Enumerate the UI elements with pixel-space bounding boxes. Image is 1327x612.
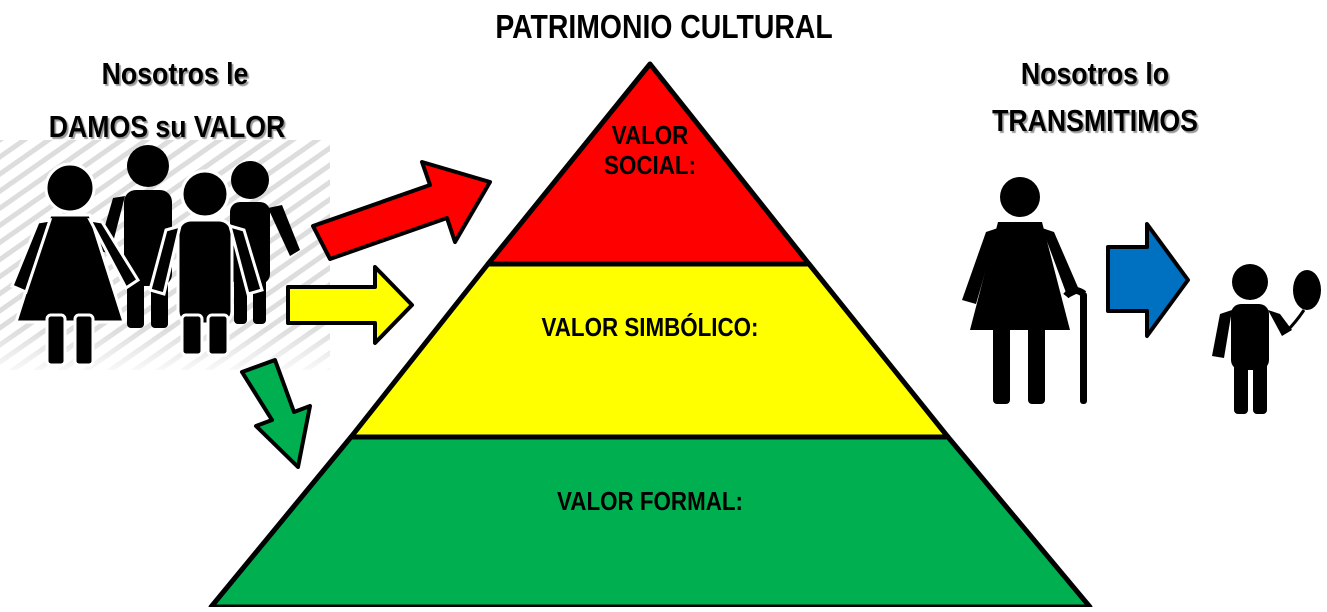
right-caption-line-2: TRANSMITIMOS (992, 103, 1198, 138)
diagram-title: PATRIMONIO CULTURAL (495, 8, 833, 45)
pyramid-tier-simbolico (348, 261, 951, 440)
arrow-transmit-icon (1106, 222, 1190, 338)
tier-label-social-line-2: SOCIAL: (604, 150, 696, 180)
tier-label-social-line-1: VALOR (611, 120, 689, 150)
right-caption-line-1: Nosotros lo (1020, 56, 1170, 91)
tier-label-formal: VALOR FORMAL: (557, 486, 743, 516)
tier-label-simbolico: VALOR SIMBÓLICO: (541, 312, 759, 342)
pyramid-tier-social (485, 61, 812, 267)
left-caption-line-1: Nosotros le (101, 56, 249, 91)
tier-label-social: VALOR SOCIAL: (573, 120, 728, 180)
arrow-to-formal-icon (240, 358, 312, 469)
child-with-balloon-icon (1212, 264, 1321, 414)
elder-with-cane-icon (962, 177, 1087, 404)
pyramid (208, 61, 1093, 610)
pyramid-tier-formal (208, 434, 1093, 610)
arrow-to-social-icon (311, 160, 492, 261)
left-caption-line-2: DAMOS su VALOR (48, 109, 286, 144)
arrow-to-simbolico-icon (286, 265, 414, 345)
group-of-people-icon (10, 145, 300, 367)
